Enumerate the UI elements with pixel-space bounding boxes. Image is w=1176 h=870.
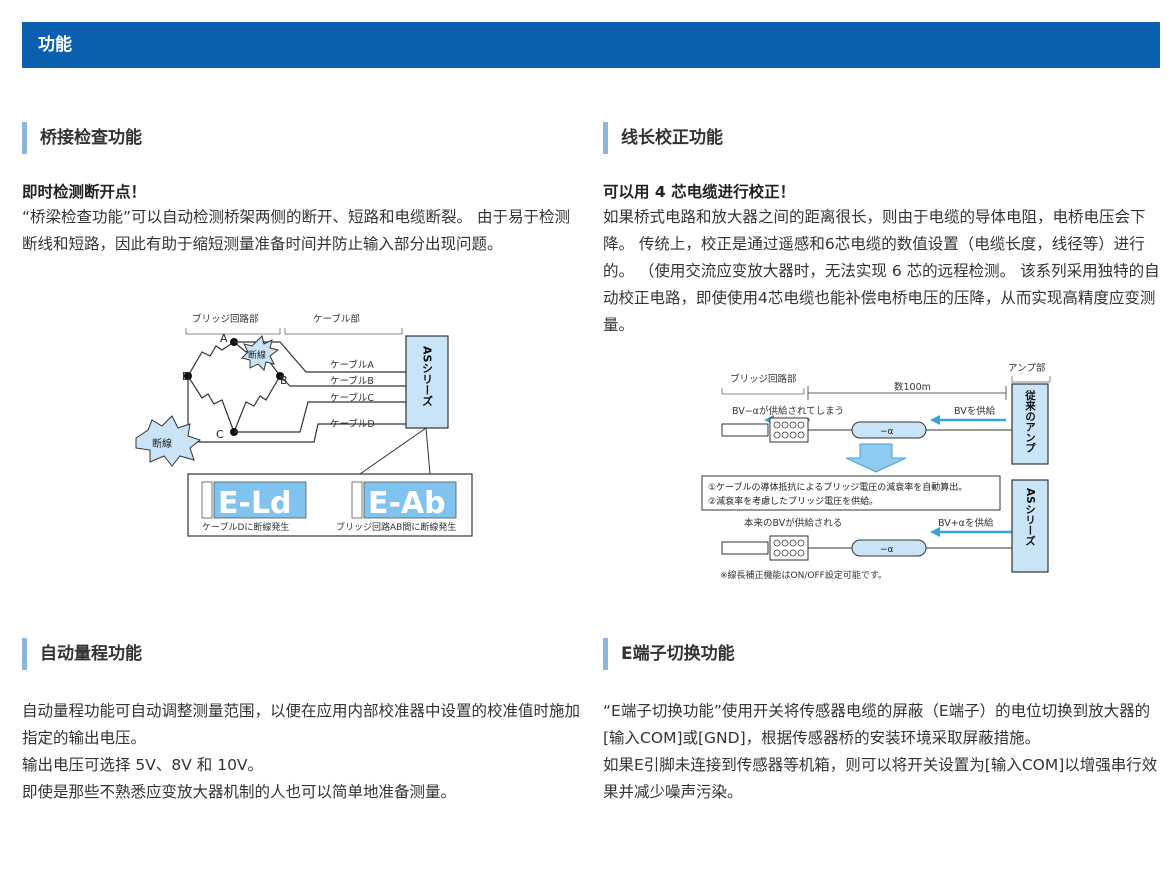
display-1-caption: ケーブルDに断線発生 [202, 521, 289, 533]
conventional-amp-box [1011, 383, 1049, 465]
auto-range-body-1: 自动量程功能可自动调整测量范围，以便在应用内部校准器中设置的校准值时施加指定的输… [22, 702, 581, 747]
break-label-1: 断線 [248, 349, 266, 361]
minus-alpha-1: −α [880, 427, 894, 437]
bridge-check-body: “桥梁检查功能”可以自动检测桥架两侧的断开、短路和电缆断裂。 由于易于检测断线和… [22, 208, 570, 253]
break-burst-cable-d [135, 415, 202, 467]
line-bridge-bracket [721, 388, 805, 395]
line-diagram-svg: ブリッジ回路部 アンプ部 数100m BV−αが供給されてしまう BVを供給 −… [701, 362, 1051, 581]
break-burst-ab [241, 335, 280, 371]
cable-d-label: ケーブルD [330, 418, 375, 430]
resistor-dc [187, 375, 235, 433]
node-c-label: C [216, 428, 224, 441]
connector-pins-2 [773, 539, 805, 557]
line-bridge-label: ブリッジ回路部 [730, 373, 797, 385]
line-correction-section: 线长校正功能 可以用 4 芯电缆进行校正！ 如果桥式电路和放大器之间的距离很长，… [603, 122, 1163, 339]
auto-range-body-3: 即使是那些不熟悉应变放大器机制的人也可以简单地准备测量。 [22, 783, 457, 801]
as-series-amp-box [1011, 479, 1049, 573]
bv-original-text: 本来のBVが供給される [744, 517, 842, 529]
display-2-screen [363, 481, 457, 519]
bridge-check-section: 桥接检查功能 即时检测断开点！ “桥梁检查功能”可以自动检测桥架两侧的断开、短路… [22, 122, 572, 258]
line-correction-heading: 线长校正功能 [603, 122, 1163, 154]
page-banner: 功能 [22, 22, 1160, 68]
notes-box [701, 475, 1001, 511]
bridge-check-heading: 桥接检查功能 [22, 122, 572, 154]
resistor-bc [233, 375, 281, 433]
bv-plus-arrowhead [930, 527, 940, 537]
e-terminal-heading: E端子切换功能 [603, 638, 1163, 670]
resistor-ad [187, 341, 235, 377]
auto-range-body-2: 输出电压可选择 5V、8V 和 10V。 [22, 756, 264, 774]
cable-c-label: ケーブルC [330, 392, 374, 404]
note-2: ②減衰率を考慮したブリッジ電圧を供給。 [708, 495, 878, 507]
line-amp-bracket [1011, 376, 1051, 383]
cable-d-wire [188, 423, 406, 443]
line-footnote: ※線長補正機能はON/OFF設定可能です。 [720, 569, 887, 581]
conventional-amp-label: 従来のアンプ [1024, 389, 1036, 453]
node-d-label: D [182, 370, 190, 383]
connector-pins-1 [773, 421, 805, 439]
e-terminal-section: E端子切换功能 “E端子切换功能”使用开关将传感器电缆的屏蔽（E端子）的电位切换… [603, 638, 1163, 806]
line-correction-body: 如果桥式电路和放大器之间的距离很长，则由于电缆的导体电阻，电桥电压会下降。 传统… [603, 208, 1160, 334]
e-terminal-body-1: “E端子切换功能”使用开关将传感器电缆的屏蔽（E端子）的电位切换到放大器的[输入… [603, 702, 1151, 747]
transition-down-arrow [845, 443, 907, 473]
connector-body-1 [769, 417, 809, 443]
cable-bracket [284, 328, 403, 335]
node-a-label: A [220, 332, 228, 345]
cable-c-wire [234, 401, 406, 433]
line-correction-diagram: ブリッジ回路部 アンプ部 数100m BV−αが供給されてしまう BVを供給 −… [700, 358, 1060, 586]
banner-title: 功能 [38, 35, 72, 55]
line-amp-label: アンプ部 [1008, 362, 1045, 374]
as-series-label: ASシリーズ [421, 346, 434, 406]
bridge-circuit-label: ブリッジ回路部 [192, 313, 259, 325]
minus-alpha-2: −α [880, 545, 894, 555]
callout-line-1 [359, 427, 427, 475]
auto-range-section: 自动量程功能 自动量程功能可自动调整测量范围，以便在应用内部校准器中设置的校准值… [22, 638, 582, 806]
note-1: ①ケーブルの導体抵抗によるブリッジ電圧の減衰率を自動算出。 [708, 481, 967, 493]
display-1-text: E-Ld [218, 486, 292, 521]
node-d-dot [184, 372, 192, 380]
bv-minus-text: BV−αが供給されてしまう [732, 405, 844, 417]
callout-line-2 [425, 427, 431, 475]
cable-b-label: ケーブルB [330, 375, 374, 387]
display-2-caption: ブリッジ回路AB間に断線発生 [336, 521, 456, 533]
display-1-screen [213, 481, 307, 519]
display-2-blank-digit [351, 481, 363, 519]
cable-a-label: ケーブルA [330, 359, 374, 371]
bv-plus-text: BV+αを供給 [938, 517, 994, 529]
bv-supply-arrowhead [930, 415, 940, 425]
e-terminal-body-2: 如果E引脚未连接到传感器等机箱，则可以将开关设置为[输入COM]以增强串行效果并… [603, 756, 1158, 801]
resistance-capsule-2 [851, 539, 927, 557]
bridge-bracket [185, 328, 281, 335]
resistance-capsule-1 [851, 421, 927, 439]
connector-plug-1 [721, 423, 769, 437]
connector-plug-2 [721, 541, 769, 555]
cable-b-wire [279, 375, 406, 387]
as-series-box [405, 335, 449, 429]
auto-range-heading: 自动量程功能 [22, 638, 582, 670]
as-series-amp-label: ASシリーズ [1024, 488, 1036, 546]
distance-label: 数100m [894, 381, 931, 393]
bridge-diagram-svg: ブリッジ回路部 ケーブル部 A B C D ケーブルA ケーブルB ケーブルC [135, 313, 473, 537]
bridge-check-lead: 即时检测断开点！ [22, 183, 147, 201]
display-2-text: E-Ab [368, 486, 446, 521]
connector-body-2 [769, 535, 809, 561]
cable-section-label: ケーブル部 [313, 313, 360, 325]
display-1-blank-digit [201, 481, 213, 519]
line-correction-lead: 可以用 4 芯电缆进行校正！ [603, 183, 796, 201]
bridge-check-diagram: ブリッジ回路部 ケーブル部 A B C D ケーブルA ケーブルB ケーブルC [130, 306, 480, 542]
break-label-2: 断線 [152, 437, 172, 450]
bv-supply-text: BVを供給 [954, 405, 996, 417]
